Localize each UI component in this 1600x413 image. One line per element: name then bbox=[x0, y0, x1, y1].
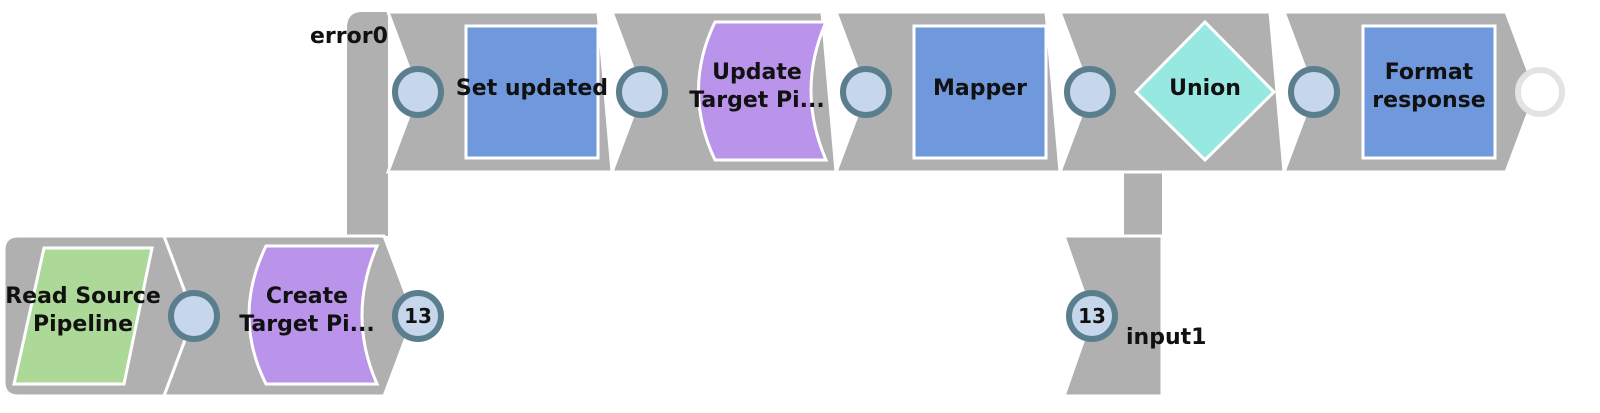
port-format-response-output-open[interactable] bbox=[1515, 67, 1565, 117]
label-format-response-line1: Format bbox=[1385, 60, 1474, 85]
port-union-input[interactable] bbox=[1064, 66, 1116, 118]
label-update-target-line2: Target Pi... bbox=[689, 88, 824, 113]
label-create-target-line1: Create bbox=[266, 284, 348, 309]
error-connector bbox=[347, 12, 388, 236]
snap-set-updated[interactable] bbox=[464, 24, 600, 160]
port-create-target-input[interactable] bbox=[168, 290, 220, 342]
label-mapper: Mapper bbox=[933, 76, 1027, 101]
snap-mapper[interactable] bbox=[912, 24, 1048, 160]
label-union: Union bbox=[1169, 76, 1241, 101]
port-create-target-output[interactable] bbox=[392, 290, 444, 342]
label-format-response-line2: response bbox=[1372, 88, 1485, 113]
snap-read-source[interactable] bbox=[12, 246, 154, 386]
label-input1: input1 bbox=[1126, 325, 1206, 350]
label-read-source-line2: Pipeline bbox=[33, 312, 133, 337]
port-update-target-input[interactable] bbox=[616, 66, 668, 118]
label-error0: error0 bbox=[310, 24, 388, 49]
snap-union[interactable] bbox=[1133, 19, 1277, 163]
snap-update-target[interactable] bbox=[697, 20, 829, 162]
count-union-input1: 13 bbox=[1078, 304, 1106, 328]
union-input-connector bbox=[1124, 168, 1162, 238]
port-union-input1[interactable] bbox=[1066, 290, 1118, 342]
snap-create-target[interactable] bbox=[247, 244, 380, 386]
port-format-response-input[interactable] bbox=[1288, 66, 1340, 118]
label-create-target-line2: Target Pi... bbox=[239, 312, 374, 337]
label-read-source-line1: Read Source bbox=[5, 284, 161, 309]
label-set-updated: Set updated bbox=[456, 76, 608, 101]
count-create-target-output: 13 bbox=[404, 304, 432, 328]
label-update-target-line1: Update bbox=[712, 60, 802, 85]
port-mapper-input[interactable] bbox=[840, 66, 892, 118]
snap-format-response[interactable] bbox=[1361, 24, 1497, 160]
port-set-updated-input[interactable] bbox=[392, 66, 444, 118]
